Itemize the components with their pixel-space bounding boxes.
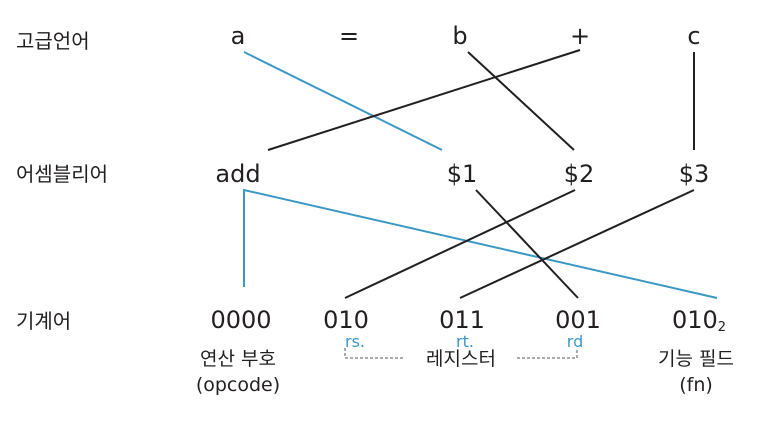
line-b-to-dollar2 <box>467 51 575 151</box>
label-fn-line1: 기능 필드 <box>658 348 734 370</box>
row-label-assembly: 어셈블리어 <box>16 162 108 186</box>
token-a: a <box>230 22 246 50</box>
line-dollar1-to-rd <box>475 189 579 299</box>
label-register: 레지스터 <box>426 348 496 370</box>
row-label-machine: 기계어 <box>16 309 72 333</box>
label-rt: rt. <box>456 332 474 351</box>
register-bracket-right <box>517 348 578 359</box>
line-dollar3-to-rt <box>459 189 695 299</box>
field-fn: 0102 <box>671 306 727 335</box>
label-rs: rs. <box>345 332 365 351</box>
label-fn-line2: (fn) <box>679 374 713 396</box>
label-opcode: 연산 부호 (opcode) <box>196 350 280 395</box>
asm-op-add: add <box>215 160 261 188</box>
row-label-high-level: 고급언어 <box>16 29 90 53</box>
line-plus-to-add <box>267 49 581 151</box>
label-opcode-line1: 연산 부호 <box>200 348 276 370</box>
line-a-to-dollar1 <box>243 51 443 151</box>
label-fn: 기능 필드 (fn) <box>658 350 734 395</box>
token-b: b <box>452 22 468 50</box>
field-opcode: 0000 <box>210 306 272 334</box>
token-plus: + <box>569 22 591 50</box>
field-rs: 010 <box>323 306 369 334</box>
asm-reg-2: $2 <box>563 160 595 188</box>
asm-reg-3: $3 <box>678 160 710 188</box>
line-add-to-opcode-and-fn <box>243 188 718 299</box>
label-rd: rd <box>566 332 584 351</box>
token-equals: = <box>338 22 360 50</box>
field-rt: 011 <box>439 306 485 334</box>
label-opcode-line2: (opcode) <box>195 374 281 396</box>
field-rd: 001 <box>555 306 601 334</box>
line-dollar2-to-rs <box>344 189 576 299</box>
asm-reg-1: $1 <box>446 160 478 188</box>
register-bracket-left <box>344 348 405 359</box>
token-c: c <box>687 22 701 50</box>
